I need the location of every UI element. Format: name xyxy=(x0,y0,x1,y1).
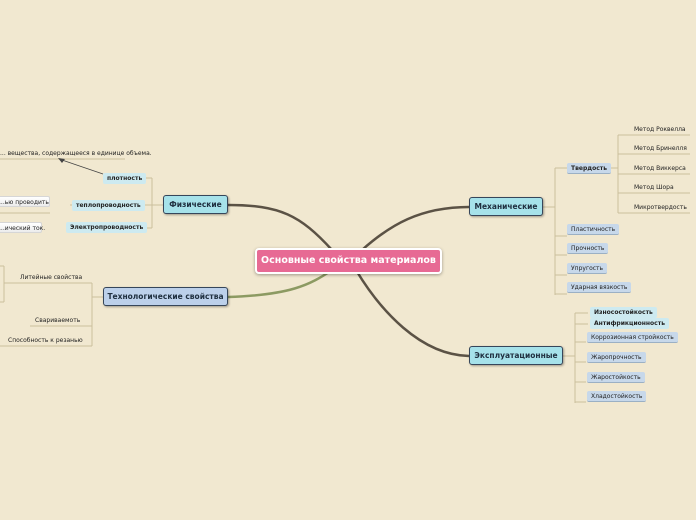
topic-mechanical[interactable]: Механические xyxy=(469,197,543,216)
subtopic-plasticity[interactable]: Пластичность xyxy=(567,224,620,235)
method-vickers[interactable]: Метод Виккерса xyxy=(634,165,686,172)
subtopic-cutting[interactable]: Способность к резанью xyxy=(8,337,83,344)
subtopic-heat-strength[interactable]: Жаропрочность xyxy=(587,352,646,363)
subtopic-cold-resistance[interactable]: Хладостойкость xyxy=(587,391,647,402)
subtopic-antifriction[interactable]: Антифрикционность xyxy=(590,318,670,329)
note-density: ... вещества, содержащееся в единице объ… xyxy=(0,150,152,157)
subtopic-electric-conductivity[interactable]: Электропроводность xyxy=(66,222,148,233)
method-brinell[interactable]: Метод Бринелля xyxy=(634,145,687,152)
note-thermal: ...ью проводить xyxy=(0,196,50,207)
central-topic[interactable]: Основные свойства материалов xyxy=(255,248,442,274)
subtopic-welding[interactable]: Свариваемоть xyxy=(35,317,81,324)
subtopic-hardness[interactable]: Твердость xyxy=(567,163,612,174)
subtopic-impact-toughness[interactable]: Ударная вязкость xyxy=(567,282,632,293)
note-electric: ...ический ток. xyxy=(0,222,45,233)
method-shore[interactable]: Метод Шора xyxy=(634,184,674,191)
method-rockwell[interactable]: Метод Роквелла xyxy=(634,126,686,133)
subtopic-strength[interactable]: Прочность xyxy=(567,243,609,254)
subtopic-elasticity[interactable]: Упругость xyxy=(567,263,608,274)
topic-physical[interactable]: Физические xyxy=(163,195,228,214)
topic-technological[interactable]: Технологические свойства xyxy=(103,287,228,306)
subtopic-density[interactable]: плотность xyxy=(103,173,147,184)
subtopic-thermal-conductivity[interactable]: теплопроводность xyxy=(72,200,145,211)
topic-operational[interactable]: Эксплуатационные xyxy=(469,346,563,365)
subtopic-heat-resistance[interactable]: Жаростойкость xyxy=(587,372,645,383)
subtopic-casting[interactable]: Литейные свойства xyxy=(20,274,83,281)
subtopic-corrosion-resistance[interactable]: Коррозионная стройкость xyxy=(587,332,678,343)
subtopic-wear-resistance[interactable]: Износостойкость xyxy=(590,307,657,318)
method-microhardness[interactable]: Микротвердость xyxy=(634,204,687,211)
